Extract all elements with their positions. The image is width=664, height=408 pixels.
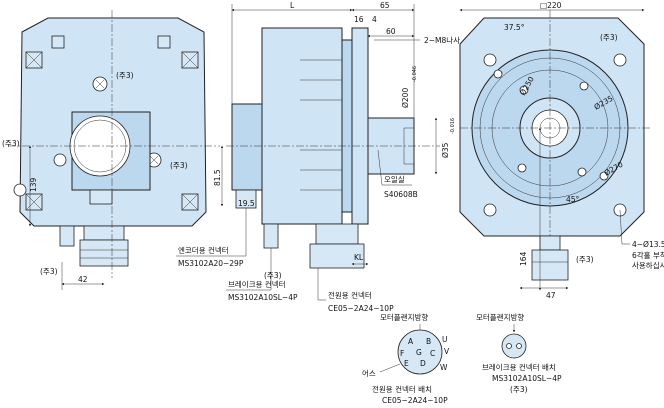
- label-power-layout-pn: CE05−2A24−10P: [382, 396, 448, 405]
- label-flange-dir-brake: 모터플랜지방향: [476, 312, 524, 322]
- label-oil-seal-pn: S40608B: [384, 190, 418, 199]
- label-encoder-connector: 엔코더용 컨넥터: [178, 245, 229, 255]
- brake-connector-front: [539, 235, 561, 251]
- power-connector-layout: 모터플랜지방향 A B C D E F G U V W 어스 전원용 컨넥터 배…: [362, 312, 450, 405]
- pin-d: D: [420, 359, 426, 368]
- brake-connector-rear: [59, 225, 75, 247]
- dim-KL: KL: [354, 253, 364, 262]
- power-connector-rear-neck: [83, 225, 125, 241]
- pin-w: W: [440, 363, 448, 372]
- label-brake-layout-note: (주3): [510, 385, 528, 394]
- encoder-connector-rear: [89, 189, 113, 205]
- note-chu3-b: (주3): [2, 139, 20, 148]
- brake-connector-side: [263, 223, 279, 249]
- dim-164: 164: [519, 251, 528, 266]
- dim-16: 16: [354, 15, 364, 24]
- flange: [351, 27, 369, 225]
- pin-c: C: [430, 349, 435, 358]
- label-flange-dir-power: 모터플랜지방향: [380, 312, 428, 322]
- dim-81-5: 81.5: [213, 169, 222, 186]
- pin-u: U: [442, 335, 448, 344]
- label-holes-2: 6각홀 부착: [632, 250, 664, 260]
- label-brake-connector-pn: MS3102A10SL−4P: [228, 293, 298, 302]
- dim-139: 139: [29, 177, 38, 192]
- brake-connector-face: [501, 333, 527, 359]
- label-power-connector-pn: CE05−2A24−10P: [328, 304, 394, 313]
- label-power-connector: 전원용 컨넥터: [328, 290, 372, 300]
- label-earth: 어스: [362, 368, 376, 378]
- side-view: L 65 16 4 60 Ø200 -0.046 Ø35 -0.016 81.5…: [176, 1, 460, 313]
- motor-housing: [261, 27, 343, 225]
- pin-g: G: [416, 348, 422, 357]
- pin-e: E: [404, 359, 409, 368]
- label-brake-layout-pn: MS3102A10SL−4P: [492, 374, 562, 383]
- tol-shaft: -0.016: [450, 118, 456, 134]
- label-m8: 2−M8나사: [424, 36, 460, 45]
- note-chu3-g: (주3): [600, 33, 618, 42]
- pin-b: B: [426, 337, 431, 346]
- front-view: □220 37.5° Ø250 Ø235 Ø270 45° 164 47 (주3…: [459, 1, 664, 300]
- dim-4: 4: [372, 15, 377, 24]
- note-chu3-a: (주3): [116, 71, 134, 80]
- tol-pilot: -0.046: [412, 66, 418, 82]
- power-connector-face: [397, 329, 443, 375]
- dim-37-5: 37.5°: [504, 23, 525, 32]
- note-chu3-e: (주3): [264, 271, 282, 280]
- note-chu3-f: (주3): [576, 255, 594, 264]
- bolt-hole-icons: [483, 53, 627, 217]
- note-chu3-d: (주3): [40, 267, 58, 276]
- label-oil-seal: 오일실: [384, 174, 405, 184]
- rear-view: 139 42 (주3) (주3) (주3) (주3): [2, 10, 220, 290]
- dim-pilot: Ø200: [401, 88, 410, 108]
- dim-47: 47: [546, 291, 556, 300]
- label-holes: 4−Ø13.5: [632, 240, 664, 249]
- power-connector-front: [531, 249, 569, 281]
- pin-v: V: [444, 347, 450, 356]
- dim-65: 65: [380, 1, 390, 10]
- dim-L: L: [290, 1, 295, 10]
- label-power-layout: 전원용 컨넥터 배치: [372, 384, 432, 394]
- power-connector-rear: [79, 239, 129, 267]
- label-brake-connector: 브레이크용 컨넥터: [228, 279, 286, 289]
- dim-220: □220: [540, 1, 562, 10]
- dim-19-5: 19.5: [238, 199, 255, 208]
- power-connector-side-neck: [315, 223, 359, 245]
- dim-shaft: Ø35: [441, 142, 450, 158]
- pin-f: F: [400, 349, 404, 358]
- pin-a: A: [408, 337, 414, 346]
- brake-connector-layout: 모터플랜지방향 브레이크용 컨넥터 배치 MS3102A10SL−4P (주3): [476, 312, 562, 394]
- encoder-housing: [231, 103, 263, 191]
- dim-45: 45°: [566, 195, 580, 204]
- label-holes-3: 사용하십시오: [632, 260, 664, 270]
- label-encoder-connector-pn: MS3102A20−29P: [178, 259, 244, 268]
- note-chu3-c: (주3): [170, 161, 188, 170]
- dim-60: 60: [386, 27, 396, 36]
- label-brake-layout: 브레이크용 컨넥터 배치: [482, 362, 556, 372]
- dim-42: 42: [78, 275, 88, 284]
